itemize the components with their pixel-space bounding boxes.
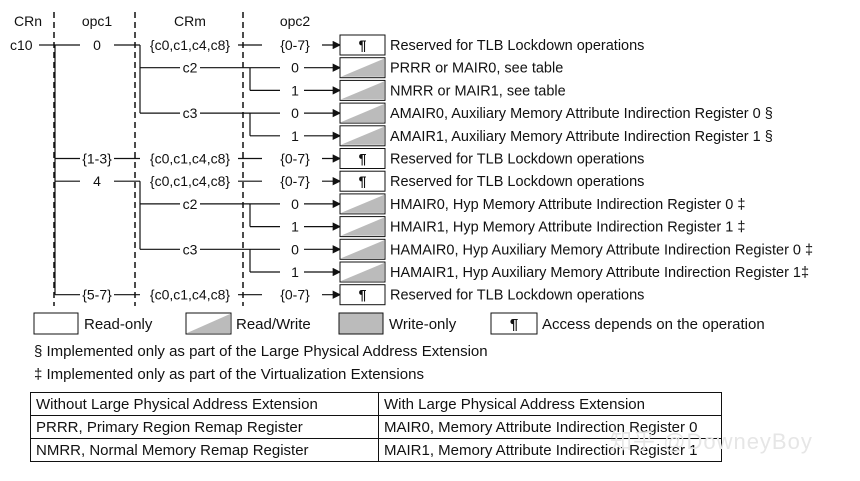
legend-read-write-swatch (185, 312, 232, 335)
register-description: NMRR or MAIR1, see table (390, 83, 566, 99)
read-write-fill (341, 58, 384, 77)
read-write-fill (341, 194, 384, 213)
legend-write-only-swatch (338, 312, 384, 335)
pilcrow-icon: ¶ (510, 316, 518, 333)
opc2-label: 1 (291, 264, 299, 280)
read-write-fill (341, 104, 384, 123)
crm-label: c2 (183, 60, 198, 76)
register-description: AMAIR1, Auxiliary Memory Attribute Indir… (390, 129, 773, 145)
table-row: NMRR, Normal Memory Remap Register MAIR1… (30, 438, 722, 462)
register-row: AMAIR0, Auxiliary Memory Attribute Indir… (339, 102, 773, 124)
table-header-row: Without Large Physical Address Extension… (30, 392, 722, 416)
connector-lines: 0 {c0,c1,c4,c8} {0-7} {1-3} {c0,c1,c4,c8} {0-… (39, 37, 342, 303)
register-rows: ¶Reserved for TLB Lockdown operationsPRR… (339, 34, 813, 306)
register-row: HAMAIR1, Hyp Auxiliary Memory Attribute … (339, 261, 809, 283)
table-cell: MAIR1, Memory Attribute Indirection Regi… (378, 438, 722, 462)
register-row: HAMAIR0, Hyp Auxiliary Memory Attribute … (339, 238, 813, 260)
register-diagram: CRn opc1 CRm opc2 c10 0 {c0,c1,c4,c8} {0-7… (10, 12, 813, 335)
register-row: ¶ Reserved for TLB Lockdown operations (339, 34, 644, 56)
header-opc2: opc2 (280, 13, 311, 29)
crm-label: c3 (183, 241, 198, 257)
crn-value: c10 (10, 37, 33, 53)
legend-read-only-swatch (33, 312, 79, 335)
register-row: HMAIR1, Hyp Memory Attribute Indirection… (339, 216, 745, 238)
pilcrow-icon: ¶ (359, 37, 367, 53)
crm-label: {c0,c1,c4,c8} (150, 151, 230, 167)
table-row: PRRR, Primary Region Remap Register MAIR… (30, 415, 722, 439)
legend-write-only-label: Write-only (389, 316, 457, 333)
access-box (339, 148, 386, 169)
opc2-label: 1 (291, 219, 299, 235)
legend: Read-only Read/Write Write-only ¶ Access… (33, 312, 765, 335)
header-opc1: opc1 (82, 13, 113, 29)
read-write-fill (341, 126, 384, 145)
access-box (339, 284, 386, 306)
opc2-label: 0 (291, 241, 299, 257)
register-description: HMAIR1, Hyp Memory Attribute Indirection… (390, 220, 745, 236)
access-box (339, 170, 386, 192)
opc1-label: {1-3} (82, 151, 112, 167)
opc2-label: {0-7} (280, 151, 310, 167)
legend-read-write-label: Read/Write (236, 316, 311, 333)
register-row: HMAIR0, Hyp Memory Attribute Indirection… (339, 193, 745, 215)
opc1-label: {5-7} (82, 287, 112, 303)
read-write-fill (341, 240, 384, 259)
table-cell: PRRR, Primary Region Remap Register (30, 415, 379, 439)
opc2-label: {0-7} (280, 37, 310, 53)
note-virtualization: ‡ Implemented only as part of the Virtua… (34, 366, 424, 383)
register-description: HAMAIR0, Hyp Auxiliary Memory Attribute … (390, 242, 813, 258)
opc2-label: {0-7} (280, 173, 310, 189)
register-row: ¶ Reserved for TLB Lockdown operations (339, 148, 644, 169)
crm-label: {c0,c1,c4,c8} (150, 287, 230, 303)
register-description: HMAIR0, Hyp Memory Attribute Indirection… (390, 197, 745, 213)
read-write-fill (341, 217, 384, 236)
crm-label: c3 (183, 105, 198, 121)
register-row: ¶ Reserved for TLB Lockdown operations (339, 284, 644, 306)
opc2-label: {0-7} (280, 287, 310, 303)
register-description: Reserved for TLB Lockdown operations (390, 174, 644, 190)
crm-label: {c0,c1,c4,c8} (150, 37, 230, 53)
legend-depends-label: Access depends on the operation (542, 316, 765, 333)
register-row: ¶ Reserved for TLB Lockdown operations (339, 170, 644, 192)
note-lpae: § Implemented only as part of the Large … (34, 343, 488, 360)
pilcrow-icon: ¶ (359, 287, 367, 303)
register-description: Reserved for TLB Lockdown operations (390, 38, 644, 54)
opc2-label: 0 (291, 105, 299, 121)
register-description: HAMAIR1, Hyp Auxiliary Memory Attribute … (390, 265, 809, 281)
crm-label: c2 (183, 196, 198, 212)
register-comparison-table: Without Large Physical Address Extension… (30, 392, 722, 462)
legend-pilcrow-swatch (490, 312, 538, 335)
register-row: PRRR or MAIR0, see table (339, 57, 563, 79)
register-description: Reserved for TLB Lockdown operations (390, 152, 644, 168)
opc1-label: 0 (93, 37, 101, 53)
opc2-label: 0 (291, 60, 299, 76)
register-row: AMAIR1, Auxiliary Memory Attribute Indir… (339, 125, 773, 147)
register-description: PRRR or MAIR0, see table (390, 61, 563, 77)
register-description: AMAIR0, Auxiliary Memory Attribute Indir… (390, 106, 773, 122)
header-crm: CRm (174, 13, 206, 29)
opc2-label: 1 (291, 82, 299, 98)
header-crn: CRn (14, 13, 42, 29)
table-cell: MAIR0, Memory Attribute Indirection Regi… (378, 415, 722, 439)
access-box (339, 34, 386, 56)
pilcrow-icon: ¶ (359, 151, 367, 167)
register-description: Reserved for TLB Lockdown operations (390, 288, 644, 304)
pilcrow-icon: ¶ (359, 173, 367, 189)
table-header-cell: Without Large Physical Address Extension (30, 392, 379, 416)
read-write-fill (341, 263, 384, 281)
opc1-label: 4 (93, 173, 101, 189)
table-header-cell: With Large Physical Address Extension (378, 392, 722, 416)
legend-read-only-label: Read-only (84, 316, 153, 333)
opc2-label: 0 (291, 196, 299, 212)
opc2-label: 1 (291, 128, 299, 144)
table-cell: NMRR, Normal Memory Remap Register (30, 438, 379, 462)
watermark: 知乎 @DowneyBoy (610, 429, 813, 454)
register-row: NMRR or MAIR1, see table (339, 79, 566, 101)
crm-label: {c0,c1,c4,c8} (150, 173, 230, 189)
read-write-fill (341, 81, 384, 100)
